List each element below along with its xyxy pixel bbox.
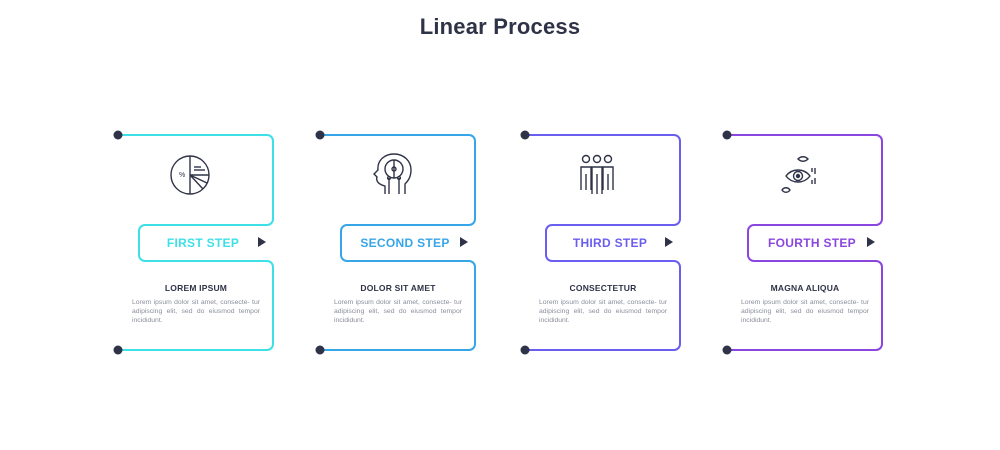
end-dot — [722, 345, 732, 355]
arrow-right-icon — [867, 237, 875, 247]
step-connector-line — [113, 130, 274, 355]
svg-text:%: % — [179, 172, 185, 179]
step-label: FIRST STEP — [166, 236, 240, 250]
step-description: Lorem ipsum dolor sit amet, consecte- tu… — [132, 299, 260, 324]
arrow-right-icon — [665, 237, 673, 247]
step-connector-line — [722, 130, 883, 355]
step-card-2: SECOND STEP DOLOR SIT AMET Lorem ipsum d… — [312, 0, 512, 450]
step-description: Lorem ipsum dolor sit amet, consecte- tu… — [334, 299, 462, 324]
end-dot — [113, 345, 123, 355]
step-card-1: % FIRST STEP LOREM IPSUM Lorem ipsum dol… — [110, 0, 310, 450]
step-label: SECOND STEP — [360, 236, 450, 250]
start-dot — [315, 130, 325, 140]
start-dot — [113, 130, 123, 140]
step-label: THIRD STEP — [572, 236, 648, 250]
eyes-vision-icon — [774, 150, 824, 200]
team-people-icon — [572, 150, 622, 200]
end-dot — [520, 345, 530, 355]
step-connector-line — [520, 130, 681, 355]
step-connector-line — [315, 130, 476, 355]
human-head-circuit-icon — [367, 150, 417, 200]
start-dot — [722, 130, 732, 140]
step-heading: CONSECTETUR — [569, 283, 637, 293]
step-description: Lorem ipsum dolor sit amet, consecte- tu… — [741, 299, 869, 324]
step-label: FOURTH STEP — [768, 236, 856, 250]
arrow-right-icon — [460, 237, 468, 247]
pie-chart-icon: % — [165, 150, 215, 200]
start-dot — [520, 130, 530, 140]
step-heading: LOREM IPSUM — [164, 283, 228, 293]
step-heading: MAGNA ALIQUA — [770, 283, 840, 293]
step-card-3: THIRD STEP CONSECTETUR Lorem ipsum dolor… — [517, 0, 717, 450]
end-dot — [315, 345, 325, 355]
step-description: Lorem ipsum dolor sit amet, consecte- tu… — [539, 299, 667, 324]
page-title: Linear Process — [419, 14, 581, 39]
step-heading: DOLOR SIT AMET — [360, 283, 436, 293]
step-card-4: FOURTH STEP MAGNA ALIQUA Lorem ipsum dol… — [719, 0, 919, 450]
arrow-right-icon — [258, 237, 266, 247]
